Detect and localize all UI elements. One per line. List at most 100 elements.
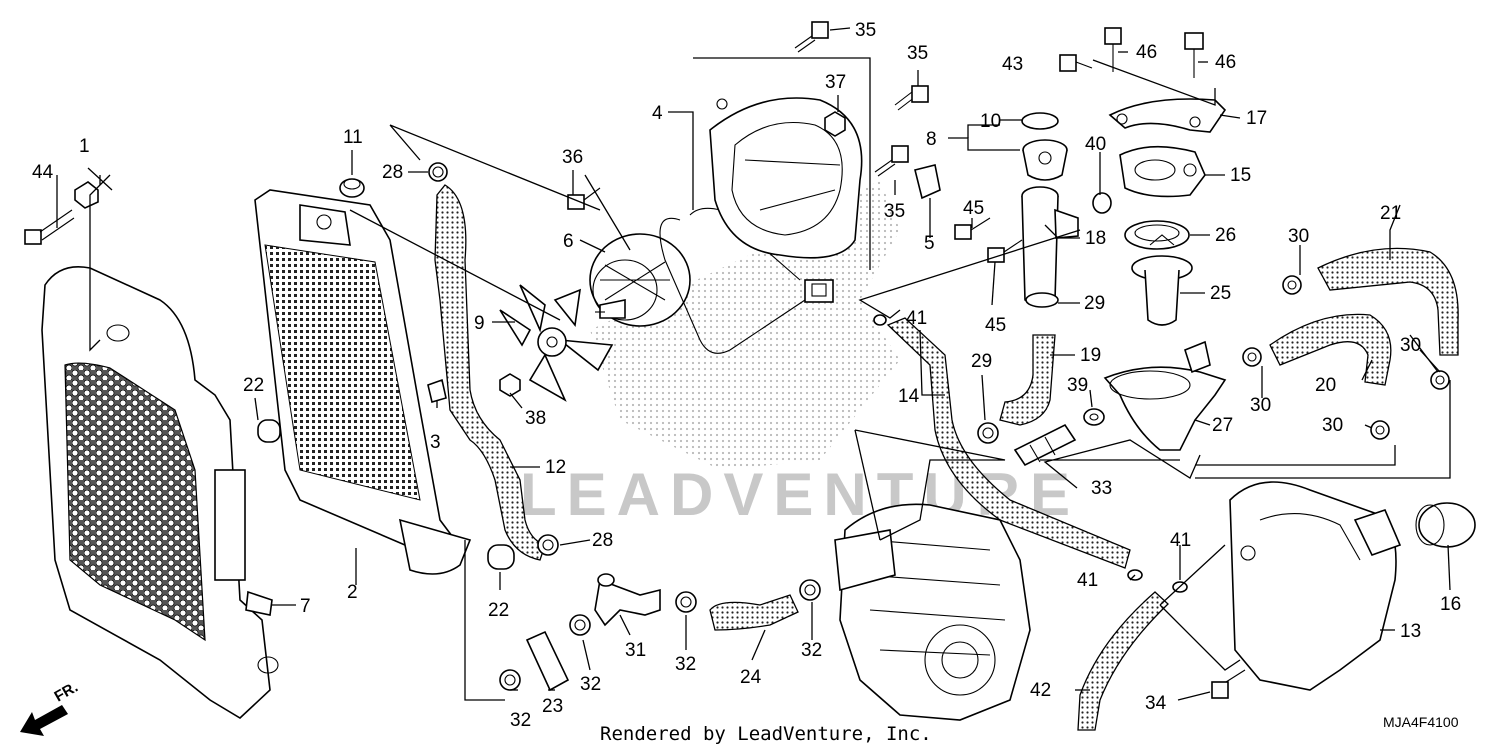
label-46-b: 46 [1215, 52, 1236, 73]
bolt-35-lower [874, 145, 909, 177]
hose-12 [434, 184, 546, 561]
clamp-30-a [1282, 275, 1302, 295]
label-15: 15 [1230, 165, 1251, 186]
label-39: 39 [1067, 375, 1088, 396]
clip-7 [245, 590, 273, 616]
radiator-shroud [41, 266, 279, 719]
label-28-top: 28 [382, 162, 403, 183]
fan-motor-6 [589, 233, 691, 327]
label-29-top: 29 [1084, 293, 1105, 314]
bolt-35-mid [894, 85, 929, 111]
label-20: 20 [1315, 375, 1336, 396]
label-1: 1 [79, 136, 90, 157]
label-44: 44 [32, 162, 54, 183]
clamp-30-c [1430, 370, 1450, 390]
label-32-a: 32 [510, 710, 531, 731]
label-45-b: 45 [985, 315, 1006, 336]
hose-21 [1317, 247, 1459, 356]
label-4: 4 [652, 103, 663, 124]
clamp-30-d [1370, 420, 1390, 440]
hose-20 [1269, 313, 1392, 386]
thermostat-25 [1131, 234, 1193, 326]
label-24: 24 [740, 667, 762, 688]
tube-23 [525, 630, 570, 692]
joint-31 [594, 573, 661, 627]
o-ring-40 [1092, 192, 1112, 214]
label-2: 2 [347, 582, 358, 603]
label-29-bottom: 29 [971, 351, 992, 372]
bolt-43 [1059, 54, 1093, 72]
cooling-fan-9 [499, 284, 614, 402]
label-5: 5 [924, 233, 935, 254]
pipe-18 [1021, 186, 1079, 306]
label-8: 8 [926, 129, 937, 150]
thermostat-cover-15 [1119, 145, 1206, 198]
label-12: 12 [545, 457, 566, 478]
clamp-29-bottom [977, 422, 999, 444]
label-46-a: 46 [1136, 42, 1157, 63]
label-42: 42 [1030, 680, 1051, 701]
label-25: 25 [1210, 283, 1231, 304]
clip-41-c [873, 314, 887, 326]
cap-assembly-8 [1022, 139, 1068, 181]
label-31: 31 [625, 640, 646, 661]
reserve-tank-13 [1229, 481, 1402, 691]
label-45-a: 45 [963, 198, 984, 219]
label-41-left: 41 [1077, 570, 1098, 591]
label-35-lower: 35 [884, 201, 905, 222]
clamp-32-b [569, 614, 591, 636]
label-26: 26 [1215, 225, 1236, 246]
credit-text: Rendered by LeadVenture, Inc. [600, 723, 932, 745]
engine-block [834, 503, 1031, 721]
bracket-17 [1108, 98, 1227, 133]
nut-37 [824, 111, 846, 137]
label-9: 9 [474, 313, 485, 334]
clip-5 [914, 164, 941, 200]
bolt-35-top [794, 21, 829, 53]
label-43: 43 [1002, 54, 1023, 75]
label-37: 37 [825, 72, 846, 93]
label-11: 11 [343, 127, 363, 148]
label-30-b: 30 [1400, 335, 1421, 356]
hose-19 [999, 334, 1056, 426]
collar-1 [74, 181, 99, 209]
label-41-right: 41 [1170, 530, 1191, 551]
hose-24 [709, 594, 799, 631]
bolt-44 [24, 209, 75, 245]
sensor-33 [1013, 423, 1077, 467]
direction-label: FR. [52, 679, 81, 706]
label-35-mid: 35 [907, 43, 928, 64]
clamp-28-bottom [537, 534, 559, 556]
clamp-30-b [1242, 347, 1262, 367]
bolt-45-a [954, 217, 991, 240]
label-32-d: 32 [801, 640, 822, 661]
label-13: 13 [1400, 621, 1421, 642]
hose-42 [1077, 591, 1169, 731]
label-6: 6 [563, 231, 574, 252]
diagram-code: MJA4F4100 [1383, 714, 1459, 730]
label-35-top: 35 [855, 20, 876, 41]
label-30-d: 30 [1322, 415, 1343, 436]
label-38: 38 [525, 408, 546, 429]
label-18: 18 [1085, 228, 1106, 249]
radiator-core [254, 189, 472, 575]
thermostat-case-27 [1103, 340, 1227, 451]
front-direction-indicator: FR. [20, 679, 81, 736]
clamp-29-top [1025, 292, 1059, 308]
label-28-bottom: 28 [592, 530, 613, 551]
label-33: 33 [1091, 478, 1112, 499]
arrow-icon [20, 705, 68, 736]
washer-39 [1083, 408, 1105, 426]
label-22-bottom: 22 [488, 600, 509, 621]
label-7: 7 [300, 596, 311, 617]
label-27: 27 [1212, 415, 1233, 436]
label-23: 23 [542, 696, 563, 717]
cap-10 [1021, 112, 1059, 130]
label-17: 17 [1246, 108, 1267, 129]
label-30-c: 30 [1250, 395, 1271, 416]
label-40: 40 [1085, 134, 1106, 155]
nut-38 [499, 373, 521, 397]
label-10: 10 [980, 111, 1001, 132]
seal-26 [1124, 220, 1190, 250]
